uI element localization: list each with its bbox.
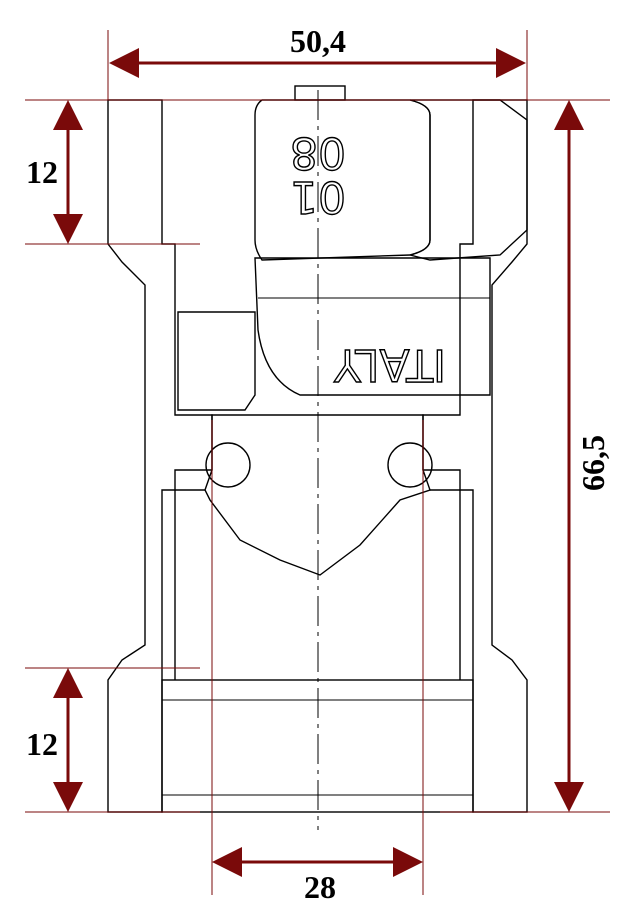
- stamp-origin-group: ITALY: [333, 338, 447, 390]
- dim-overall-height-label: 66,5: [575, 435, 611, 491]
- dim-bottom-thread-label: 12: [26, 726, 58, 762]
- stamp-line1: 01: [290, 171, 346, 222]
- stamp-origin: ITALY: [334, 339, 446, 390]
- left-o-ring: [205, 442, 251, 488]
- plug-flat: [409, 99, 528, 261]
- plug-body: [254, 257, 491, 396]
- dim-bore-label: 28: [304, 869, 336, 905]
- left-wall-section: [107, 99, 213, 813]
- dim-top-width-label: 50,4: [290, 23, 346, 59]
- top-nub: [294, 85, 346, 101]
- right-o-ring: [387, 442, 433, 488]
- left-pocket: [177, 311, 256, 411]
- dim-top-thread-label: 12: [26, 154, 58, 190]
- right-wall-section: [422, 99, 528, 813]
- bore-outline: [174, 489, 461, 680]
